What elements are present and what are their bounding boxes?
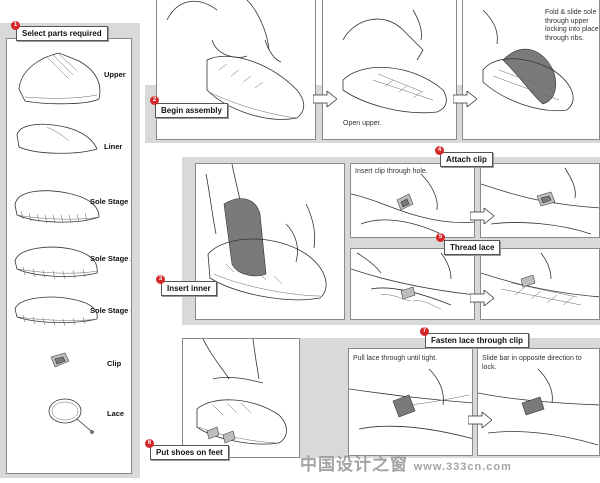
arrow-assembly-2 [453, 91, 477, 107]
step-3-badge: 3 [156, 275, 165, 284]
arrow-attach-clip [470, 208, 494, 224]
step-6-badge: 6 [145, 439, 154, 448]
step-2-badge: 2 [150, 96, 159, 105]
assembly-frame-2: Open upper. [322, 0, 457, 140]
step-4-badge: 4 [435, 146, 444, 155]
step-5-label: Thread lace [444, 240, 501, 255]
parts-illustration [14, 52, 101, 434]
slide-bar-illustration [478, 368, 599, 446]
put-on-feet-frame [182, 338, 300, 458]
upper-part-drawing [18, 52, 101, 105]
thread-lace-illustration-1 [351, 252, 474, 310]
part-label-lace: Lace [107, 409, 125, 418]
part-label-upper: Upper [104, 70, 126, 79]
watermark-url: www.333cn.com [413, 461, 512, 473]
insert-inner-frame [195, 163, 345, 320]
step-4-label: Attach clip [440, 152, 493, 167]
step-7-label: Fasten lace through clip [425, 333, 530, 348]
insert-inner-illustration [205, 164, 327, 301]
step-5-badge: 5 [436, 233, 445, 242]
thread-lace-frame-1 [350, 248, 475, 320]
caption-pull-lace: Pull lace through until tight. [353, 355, 438, 362]
pull-lace-illustration [349, 368, 472, 439]
lace-part-drawing [48, 398, 94, 434]
part-label-sole-stage-3: Sole Stage 3 [90, 306, 132, 315]
liner-part-drawing [16, 123, 98, 154]
caption-slide-bar: Slide bar in opposite direction to lock. [482, 355, 582, 371]
arrow-thread-lace [470, 290, 494, 306]
part-label-liner: Liner [104, 142, 123, 151]
caption-fold-slide: Fold & slide sole through upper locking … [545, 9, 599, 42]
watermark: 中国设计之窗 www.333cn.com [300, 450, 512, 475]
clip-attached-illustration [481, 167, 599, 235]
fasten-lace-frame-2: Slide bar in opposite direction to lock. [477, 348, 600, 456]
fasten-lace-frame-1: Pull lace through until tight. [348, 348, 473, 456]
open-upper-illustration [342, 9, 447, 114]
arrow-fasten-lace [468, 412, 492, 428]
step-2-label: Begin assembly [155, 103, 228, 118]
begin-assembly-illustration [166, 0, 305, 120]
step-1-label: Select parts required [16, 26, 108, 41]
part-label-clip: Clip [107, 359, 122, 368]
sole-stage-1-drawing [14, 190, 100, 224]
thread-lace-frame-2 [480, 248, 600, 320]
insert-clip-illustration [351, 173, 474, 235]
attach-clip-frame-2 [480, 163, 600, 238]
part-label-sole-stage-2: Sole Stage 2 [90, 254, 132, 263]
sole-stage-3-drawing [14, 296, 98, 327]
arrow-assembly-1 [313, 91, 337, 107]
sole-stage-2-drawing [14, 246, 98, 280]
caption-open-upper: Open upper. [343, 120, 382, 127]
thread-lace-illustration-2 [481, 252, 599, 306]
step-1-badge: 1 [11, 21, 20, 30]
step-3-label: Insert inner [161, 281, 217, 296]
assembly-frame-3: Fold & slide sole through upper locking … [462, 0, 600, 140]
put-on-feet-illustration [196, 339, 287, 445]
fold-slide-illustration [482, 9, 574, 112]
caption-insert-clip: Insert clip through hole. [355, 168, 428, 175]
attach-clip-frame-1: Insert clip through hole. [350, 163, 475, 238]
assembly-frame-1 [156, 0, 316, 140]
step-7-badge: 7 [420, 327, 429, 336]
parts-frame: Upper Liner Sole Stage 1 Sole Stage 2 So… [6, 38, 132, 474]
watermark-cn: 中国设计之窗 [300, 455, 408, 474]
clip-part-drawing [50, 352, 70, 368]
part-label-sole-stage-1: Sole Stage 1 [90, 197, 132, 206]
step-6-label: Put shoes on feet [150, 445, 229, 460]
